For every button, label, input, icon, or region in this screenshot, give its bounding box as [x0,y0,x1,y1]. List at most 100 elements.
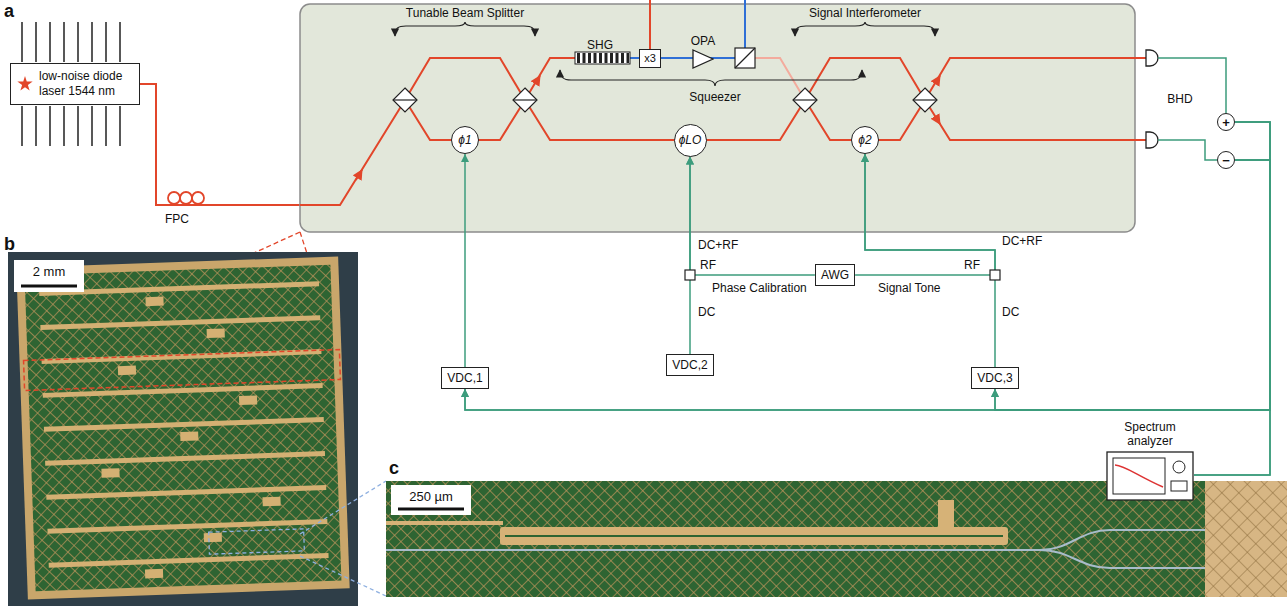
zoom-line [300,481,386,534]
grating [575,52,630,64]
laser-source: low-noise diode laser 1544 nm [10,63,140,105]
chip-photo [8,252,358,606]
node-label: VDC,2 [672,358,707,372]
chip-photo [39,281,329,582]
photonic-chip [300,4,1135,232]
beam-splitter [793,99,817,100]
detector-wire [1158,58,1226,113]
panel-letter: c [389,458,399,478]
signal-label: Signal Tone [878,281,941,295]
device-photo [1205,481,1287,597]
wire-connector [1194,122,1270,475]
signal-label: DC+RF [698,238,738,252]
chip-photo [49,553,329,568]
chip-photo [180,431,198,441]
chip-photo [21,285,77,288]
amplifier-triangle: OPA [691,34,715,69]
waveguides [925,58,1146,140]
flow-arrows [935,116,940,124]
section-label: Tunable Beam Splitter [406,6,524,20]
photodetector [1146,50,1158,66]
amplifier-symbol [693,50,713,68]
component-label: SHG [587,38,613,52]
device-photo [391,485,471,515]
section-bracket [395,22,935,86]
waveguides [525,58,805,140]
chip-photo [16,256,349,599]
wire-connector [865,154,995,367]
dichroic-mirror [735,48,755,68]
flow-arrows [356,76,940,180]
analyzer-symbol [1171,481,1187,491]
zoom-line [300,481,386,596]
chip-photo [118,366,136,376]
beam-splitter [393,99,417,100]
section-label: Signal Interferometer [809,6,921,20]
beam-splitter [393,88,937,112]
node-label: VDC,3 [977,371,1012,385]
device-photo [938,500,954,528]
voltage-source: VDC,3 [971,367,1018,389]
section-label: Squeezer [689,90,740,104]
wire-connector [995,122,1270,410]
analyzer-symbol [1115,465,1163,487]
chip-photo [14,260,84,292]
wire-connector [465,160,1270,410]
chip-photo [239,395,257,405]
polarization-controller [180,192,192,204]
analyzer-symbol [1173,461,1185,473]
analyzer-symbol [1106,451,1194,501]
panel-letter: b [4,234,15,254]
chip-photo [8,252,358,606]
section-bracket [560,70,862,86]
beam-splitter [393,88,417,112]
voltage-source: VDC,2 [666,354,713,376]
photodetector [1146,132,1158,148]
chip-photo [47,519,327,534]
node-label: x3 [644,52,656,65]
node-label: ϕLO [679,134,702,146]
bias-tee [990,270,1000,280]
chip-photo [145,569,163,579]
input-fiber [130,84,300,205]
chip-photo [44,417,324,432]
waveguides [300,58,1146,205]
component-label: FPC [165,212,189,226]
node-label: − [1222,154,1230,167]
beam-splitter [513,88,537,112]
detector-label: BHD [1167,92,1192,106]
flow-arrows [935,76,940,84]
flow-arrows [535,76,540,84]
node-label: OPA [691,34,715,48]
device-photo [505,535,1003,537]
dichroic-mirror [735,48,755,68]
waveguides [300,100,405,205]
node-label: ϕ2 [858,134,871,146]
phase-shifter: ϕLO [674,124,707,157]
tripler-box: x3 [639,49,661,68]
difference-junction: − [1217,151,1235,169]
chip-photo [209,529,305,554]
photodetector [1146,50,1158,148]
phase-shifter: ϕ1 [451,126,479,154]
chip-photo [24,349,341,390]
chip-photo [145,297,163,307]
device-photo [386,521,503,525]
device-photo [500,527,1008,545]
polarization-controller [168,192,180,204]
node-label: Spectrum analyzer [1106,420,1194,448]
signal-label: DC+RF [1002,234,1042,248]
scale-label: 2 mm [33,264,66,279]
wire-connector [464,154,466,367]
dichroic-mirror [735,48,755,68]
detector-wire [1158,140,1217,160]
beam-splitter [513,99,537,100]
wire-connector [1194,160,1270,475]
chip-photo [207,328,225,338]
section-bracket [395,22,535,36]
bias-tee [685,270,695,280]
wire-connector [690,157,815,276]
